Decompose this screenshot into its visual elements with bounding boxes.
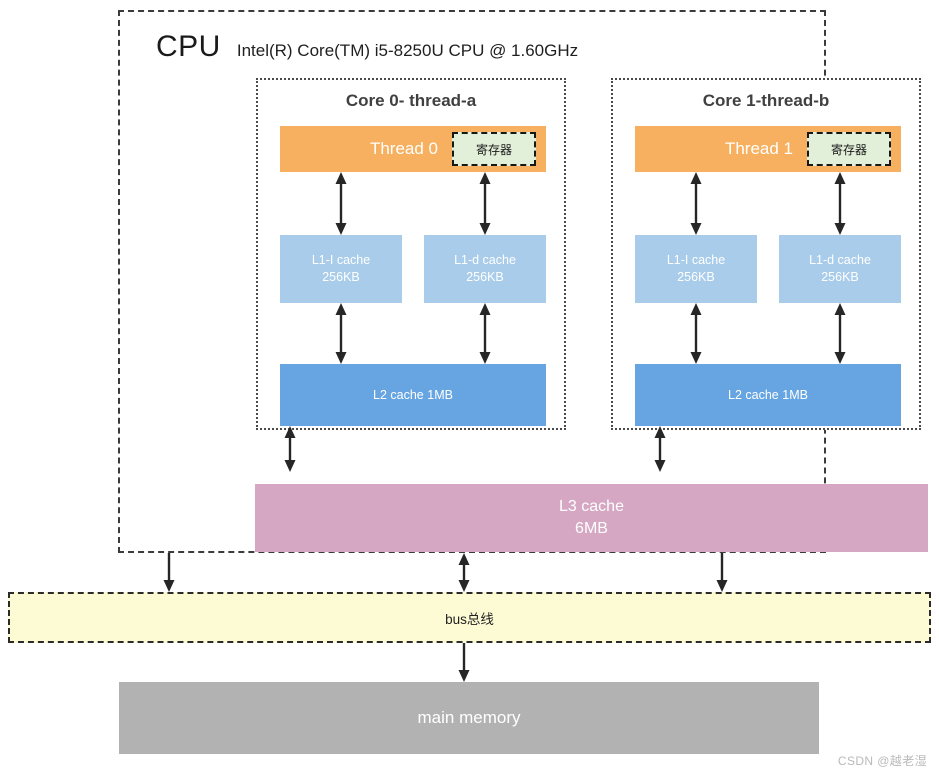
- thread-label-0: Thread 0: [369, 139, 438, 158]
- l3-cache-name: L3 cache: [559, 498, 624, 515]
- arrow-l1i-to-l2-0: [335, 303, 347, 364]
- arrow-l1i-to-l2-1: [690, 303, 702, 364]
- l1i-cache-size-1: 256KB: [677, 270, 715, 284]
- l1d-cache-name-0: L1-d cache: [454, 253, 516, 267]
- l2-cache-0: L2 cache 1MB: [280, 364, 546, 426]
- cpu-title: CPU: [156, 30, 221, 63]
- l3-cache-size: 6MB: [575, 520, 608, 537]
- l1i-cache-1: L1-I cache 256KB: [635, 235, 757, 303]
- l1i-cache-name-1: L1-I cache: [666, 253, 726, 267]
- arrow-cpu-right-to-bus: [716, 553, 728, 592]
- l1d-cache-size-0: 256KB: [466, 270, 504, 284]
- main-memory-box: main memory: [119, 682, 819, 754]
- cpu-container: CPU Intel(R) Core(TM) i5-8250U CPU @ 1.6…: [118, 10, 928, 553]
- arrow-core1-to-l3: [654, 426, 666, 472]
- arrow-thread0-to-l1d: [479, 172, 491, 235]
- l1d-cache-1: L1-d cache 256KB: [779, 235, 901, 303]
- arrow-l1d-to-l2-0: [479, 303, 491, 364]
- l1d-cache-0: L1-d cache 256KB: [424, 235, 546, 303]
- thread-bar-1: Thread 1 寄存器: [635, 126, 901, 172]
- l1i-cache-name-0: L1-I cache: [311, 253, 371, 267]
- arrow-thread1-to-l1i: [690, 172, 702, 235]
- l1i-cache-0: L1-I cache 256KB: [280, 235, 402, 303]
- register-box-1: 寄存器: [807, 132, 891, 166]
- l3-cache: L3 cache 6MB: [255, 484, 928, 552]
- arrow-cpu-center-to-bus: [458, 553, 470, 592]
- core-container-1: Core 1-thread-b Thread 1 寄存器 L1-I cache …: [611, 78, 921, 430]
- cpu-header: CPU Intel(R) Core(TM) i5-8250U CPU @ 1.6…: [156, 30, 578, 64]
- arrow-core0-to-l3: [284, 426, 296, 472]
- arrow-thread1-to-l1d: [834, 172, 846, 235]
- arrow-thread0-to-l1i: [335, 172, 347, 235]
- l1d-cache-name-1: L1-d cache: [809, 253, 871, 267]
- register-box-0: 寄存器: [452, 132, 536, 166]
- core-title-0: Core 0- thread-a: [345, 91, 477, 110]
- thread-label-1: Thread 1: [724, 139, 793, 158]
- arrow-bus-to-memory: [458, 643, 470, 682]
- thread-bar-0: Thread 0 寄存器: [280, 126, 546, 172]
- arrow-cpu-left-to-bus: [163, 553, 175, 592]
- arrow-l1d-to-l2-1: [834, 303, 846, 364]
- l1i-cache-size-0: 256KB: [322, 270, 360, 284]
- cpu-model-label: Intel(R) Core(TM) i5-8250U CPU @ 1.60GHz: [236, 41, 579, 60]
- core-title-1: Core 1-thread-b: [702, 91, 830, 110]
- bus-container: bus总线: [8, 592, 931, 643]
- bus-label: bus总线: [445, 611, 494, 627]
- l2-cache-1: L2 cache 1MB: [635, 364, 901, 426]
- main-memory-label: main memory: [417, 708, 521, 727]
- l1d-cache-size-1: 256KB: [821, 270, 859, 284]
- core-container-0: Core 0- thread-a Thread 0 寄存器 L1-I cache…: [256, 78, 566, 430]
- watermark: CSDN @越老湿: [837, 754, 927, 768]
